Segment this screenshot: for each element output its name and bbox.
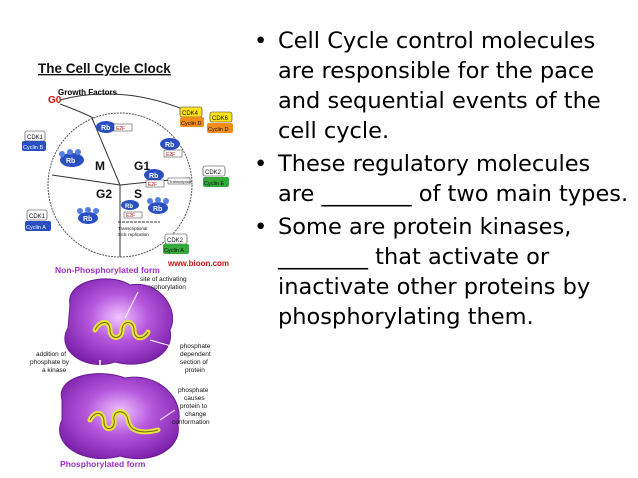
- rb-right-mid: Rb E2F Transcription: [144, 169, 192, 188]
- site-label-1: site of activating: [140, 276, 187, 283]
- clock-title: The Cell Cycle Clock: [38, 61, 171, 76]
- cell-cycle-figure: The Cell Cycle Clock Growth Factors G0 M…: [0, 0, 250, 478]
- phosphate-dep-1: phosphate: [180, 343, 211, 350]
- bullet-dot: •: [254, 151, 268, 177]
- rb-bottom-center: Rb E2F: [121, 200, 143, 219]
- svg-text:E2F: E2F: [166, 152, 175, 158]
- transcript-note-1: Transcriptional: [118, 226, 147, 231]
- svg-text:CDK4: CDK4: [182, 111, 199, 117]
- cdk6-cyclin-d: CDK6 Cyclin D: [207, 111, 233, 133]
- addition-2: phosphate by: [30, 359, 70, 366]
- addition-1: addition of: [36, 351, 66, 358]
- svg-text:Transcription: Transcription: [169, 179, 192, 184]
- cdk4-cyclin-d: CDK4 Cyclin D: [179, 106, 204, 127]
- svg-text:CDK1: CDK1: [29, 214, 46, 220]
- rb-bottom-left: Rb: [77, 207, 99, 224]
- svg-text:Cyclin D: Cyclin D: [208, 127, 229, 133]
- cdk2-cyclin-a: CDK2 Cyclin A: [163, 233, 189, 254]
- bullet-text: Some are protein kinases, ________ that …: [278, 214, 591, 330]
- bullet-item: • Cell Cycle control molecules are respon…: [252, 26, 632, 146]
- bullet-text: Cell Cycle control molecules are respons…: [278, 28, 601, 144]
- svg-text:E2F: E2F: [116, 126, 125, 132]
- g0-label: G0: [48, 95, 62, 106]
- website-label: www.bioon.com: [167, 259, 229, 268]
- non-phosphorylated-label: Non-Phosphorylated form: [55, 265, 160, 275]
- bullet-text: These regulatory molecules are ________ …: [278, 151, 629, 207]
- causes-3: protein to: [180, 403, 207, 410]
- svg-text:Rb: Rb: [153, 206, 162, 213]
- svg-text:E2F: E2F: [126, 213, 135, 219]
- bullet-dot: •: [254, 28, 268, 54]
- svg-text:Cyclin B: Cyclin B: [23, 145, 44, 151]
- svg-text:Rb: Rb: [66, 158, 75, 165]
- growth-arrow: [59, 93, 186, 111]
- addition-3: a kinase: [42, 367, 67, 374]
- top-protein: [64, 278, 174, 365]
- svg-text:Cyclin D: Cyclin D: [181, 121, 202, 127]
- divider-4: [91, 117, 121, 186]
- svg-text:CDK6: CDK6: [212, 116, 229, 122]
- phase-m: M: [95, 159, 105, 173]
- phosphate-dep-2: dependent: [180, 351, 211, 358]
- causes-5: conformation: [172, 419, 210, 426]
- bullet-item: • These regulatory molecules are ________…: [252, 149, 632, 209]
- svg-text:Rb: Rb: [125, 204, 133, 210]
- phosphate-dep-3: section of: [180, 359, 208, 366]
- rb-top: Rb E2F: [96, 121, 133, 133]
- bullet-list: • Cell Cycle control molecules are respon…: [252, 26, 632, 335]
- phase-s: S: [134, 187, 142, 201]
- svg-text:Rb: Rb: [165, 142, 174, 149]
- svg-text:E2F: E2F: [148, 182, 157, 188]
- phase-g1: G1: [134, 159, 150, 173]
- rb-right-top: Rb E2F: [160, 138, 183, 158]
- phosphate-dep-4: protein: [185, 367, 205, 374]
- cdk1-cyclin-a: CDK1 Cyclin A: [25, 209, 51, 231]
- cdk2-cyclin-e: CDK2 Cyclin E: [202, 165, 229, 187]
- svg-text:Rb: Rb: [83, 216, 92, 223]
- bullet-item: • Some are protein kinases, ________ that…: [252, 212, 632, 332]
- rb-left: Rb: [59, 149, 84, 167]
- transcript-note-2: S/dc replication: [118, 232, 149, 237]
- rb-bottom-right: Rb: [147, 197, 169, 214]
- svg-text:Cyclin A: Cyclin A: [26, 225, 46, 231]
- cell-cycle-illustration: The Cell Cycle Clock Growth Factors G0 M…: [22, 61, 233, 469]
- cdk1-cyclin-b: CDK1 Cyclin B: [22, 130, 46, 151]
- phase-g2: G2: [96, 187, 112, 201]
- svg-text:CDK2: CDK2: [167, 238, 184, 244]
- site-label-2: phosphorylation: [140, 284, 186, 291]
- causes-2: causes: [184, 395, 205, 402]
- phosphorylated-label: Phosphorylated form: [60, 459, 146, 469]
- svg-text:Rb: Rb: [101, 125, 110, 132]
- bottom-protein: [59, 373, 180, 460]
- svg-text:CDK2: CDK2: [205, 170, 222, 176]
- svg-text:Cyclin E: Cyclin E: [204, 181, 225, 187]
- svg-text:Cyclin A: Cyclin A: [164, 248, 184, 254]
- bullet-dot: •: [254, 214, 268, 240]
- growth-factors-label: Growth Factors: [58, 88, 118, 97]
- divider-1: [51, 174, 121, 186]
- causes-1: phosphate: [178, 387, 209, 394]
- svg-text:Rb: Rb: [149, 173, 158, 180]
- svg-text:CDK1: CDK1: [27, 135, 44, 141]
- causes-4: change: [185, 411, 207, 418]
